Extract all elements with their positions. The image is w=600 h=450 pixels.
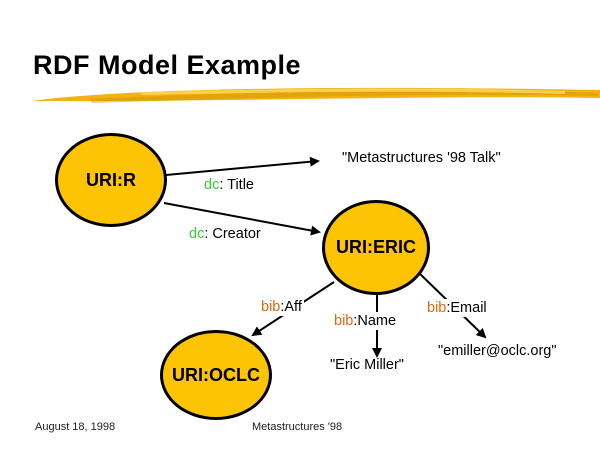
node-uri-r: URI:R (55, 133, 167, 227)
node-uri-r-label: URI:R (86, 169, 136, 190)
edge-rest-bib-name: :Name (353, 313, 397, 329)
edge-label-bib-name: bib:Name (332, 312, 399, 330)
node-uri-eric: URI:ERIC (322, 200, 430, 295)
edge-dc-title-arrow (165, 156, 320, 176)
edge-prefix-dc-creator: dc (189, 226, 205, 242)
node-uri-eric-label: URI:ERIC (336, 237, 416, 257)
literal-metastructures-talk: "Metastructures '98 Talk" (342, 150, 501, 166)
node-uri-oclc-label: URI:OCLC (172, 364, 260, 385)
edge-prefix-bib-email: bib (427, 300, 447, 316)
edge-rest-dc-creator: : Creator (204, 226, 261, 242)
footer-conference: Metastructures '98 (252, 421, 343, 433)
brush-stroke-highlight (140, 88, 565, 95)
node-uri-oclc: URI:OCLC (160, 330, 272, 420)
edge-prefix-bib-aff: bib (261, 299, 281, 315)
page-title: RDF Model Example (33, 50, 302, 80)
edge-label-bib-aff: bib:Aff (259, 298, 304, 316)
edge-label-bib-email: bib:Email (425, 299, 489, 317)
literal-eric-miller: "Eric Miller" (330, 357, 404, 373)
edge-prefix-bib-name: bib (334, 313, 354, 329)
literal-emiller-email: "emiller@oclc.org" (438, 343, 557, 359)
footer-date: August 18, 1998 (35, 421, 116, 433)
edge-label-dc-title: dc: Title (202, 176, 256, 194)
edge-label-dc-creator: dc: Creator (187, 225, 263, 243)
edge-rest-bib-aff: :Aff (280, 299, 302, 315)
edge-prefix-dc-title: dc (204, 177, 220, 193)
brush-stroke-tail (32, 98, 58, 101)
brush-stroke-base (56, 87, 600, 102)
edge-rest-dc-title: : Title (219, 177, 254, 193)
brush-stroke-shadow (90, 90, 598, 103)
edge-rest-bib-email: :Email (446, 300, 487, 316)
